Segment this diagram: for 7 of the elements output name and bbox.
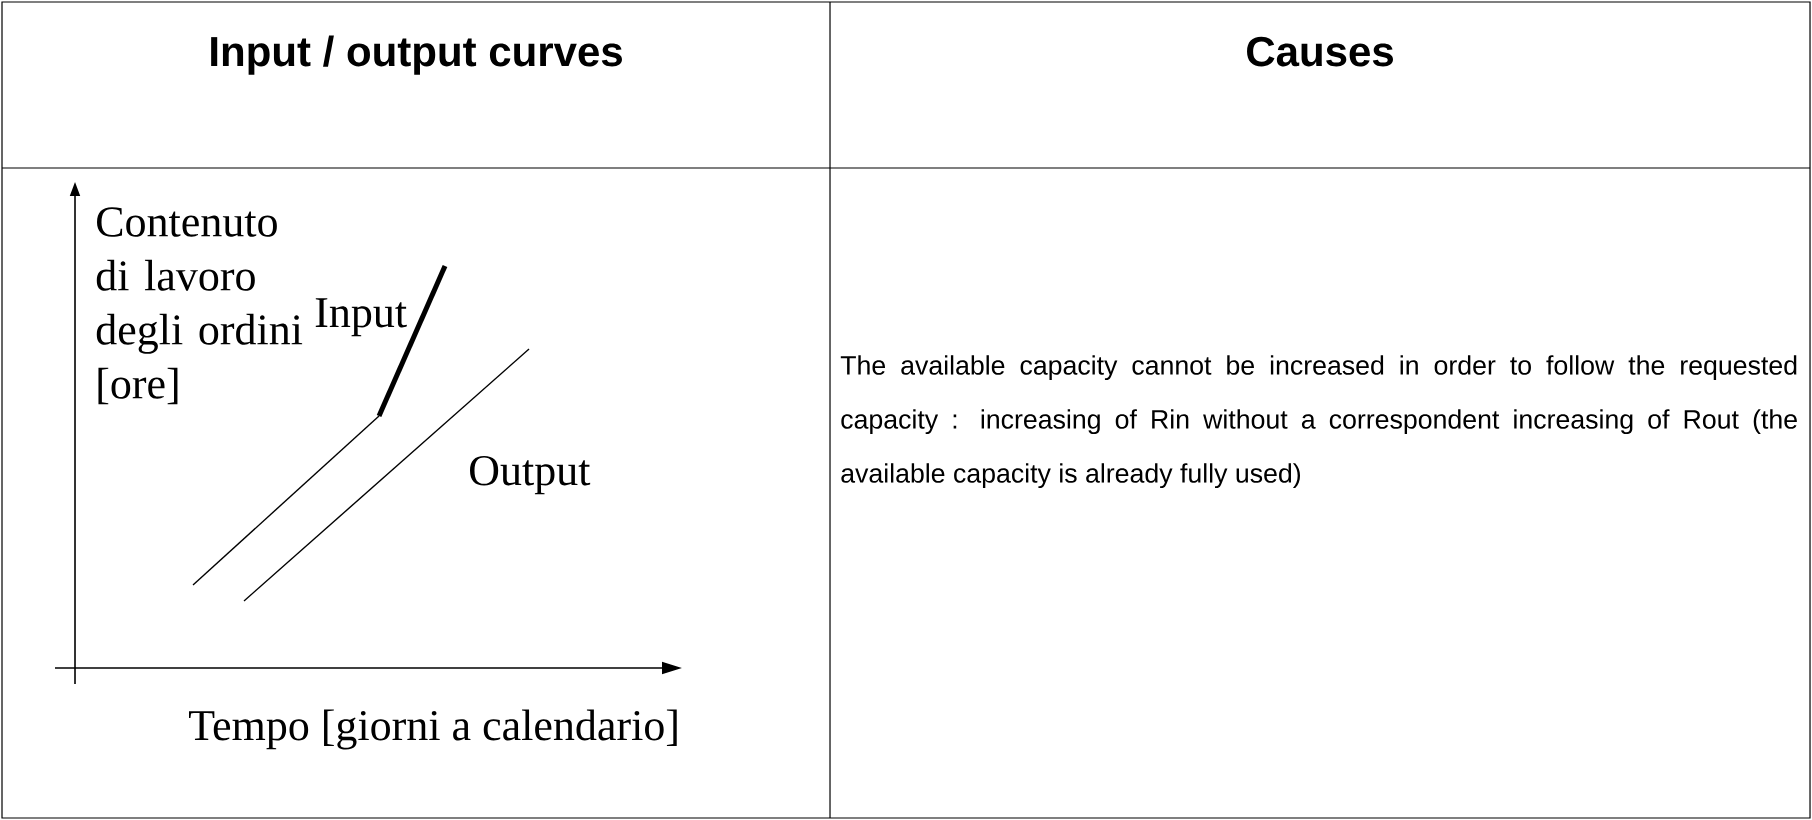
curve-label: Input [315,298,407,337]
column-heading: Input / output curves [211,35,622,75]
description-text: The available capacity cannot be increased in order to follow the requested capacity : increasing of Rin without a correspondent increasing of Rout (the available capacity is already fully used) [840,355,1797,489]
curve-label: Output [470,455,591,495]
axis-label: Tempo [giorni a calendario] [189,709,677,750]
axis-label: Contenuto di lavoro degli ordini [ore] [96,207,303,405]
column-heading: Causes [1247,36,1393,67]
